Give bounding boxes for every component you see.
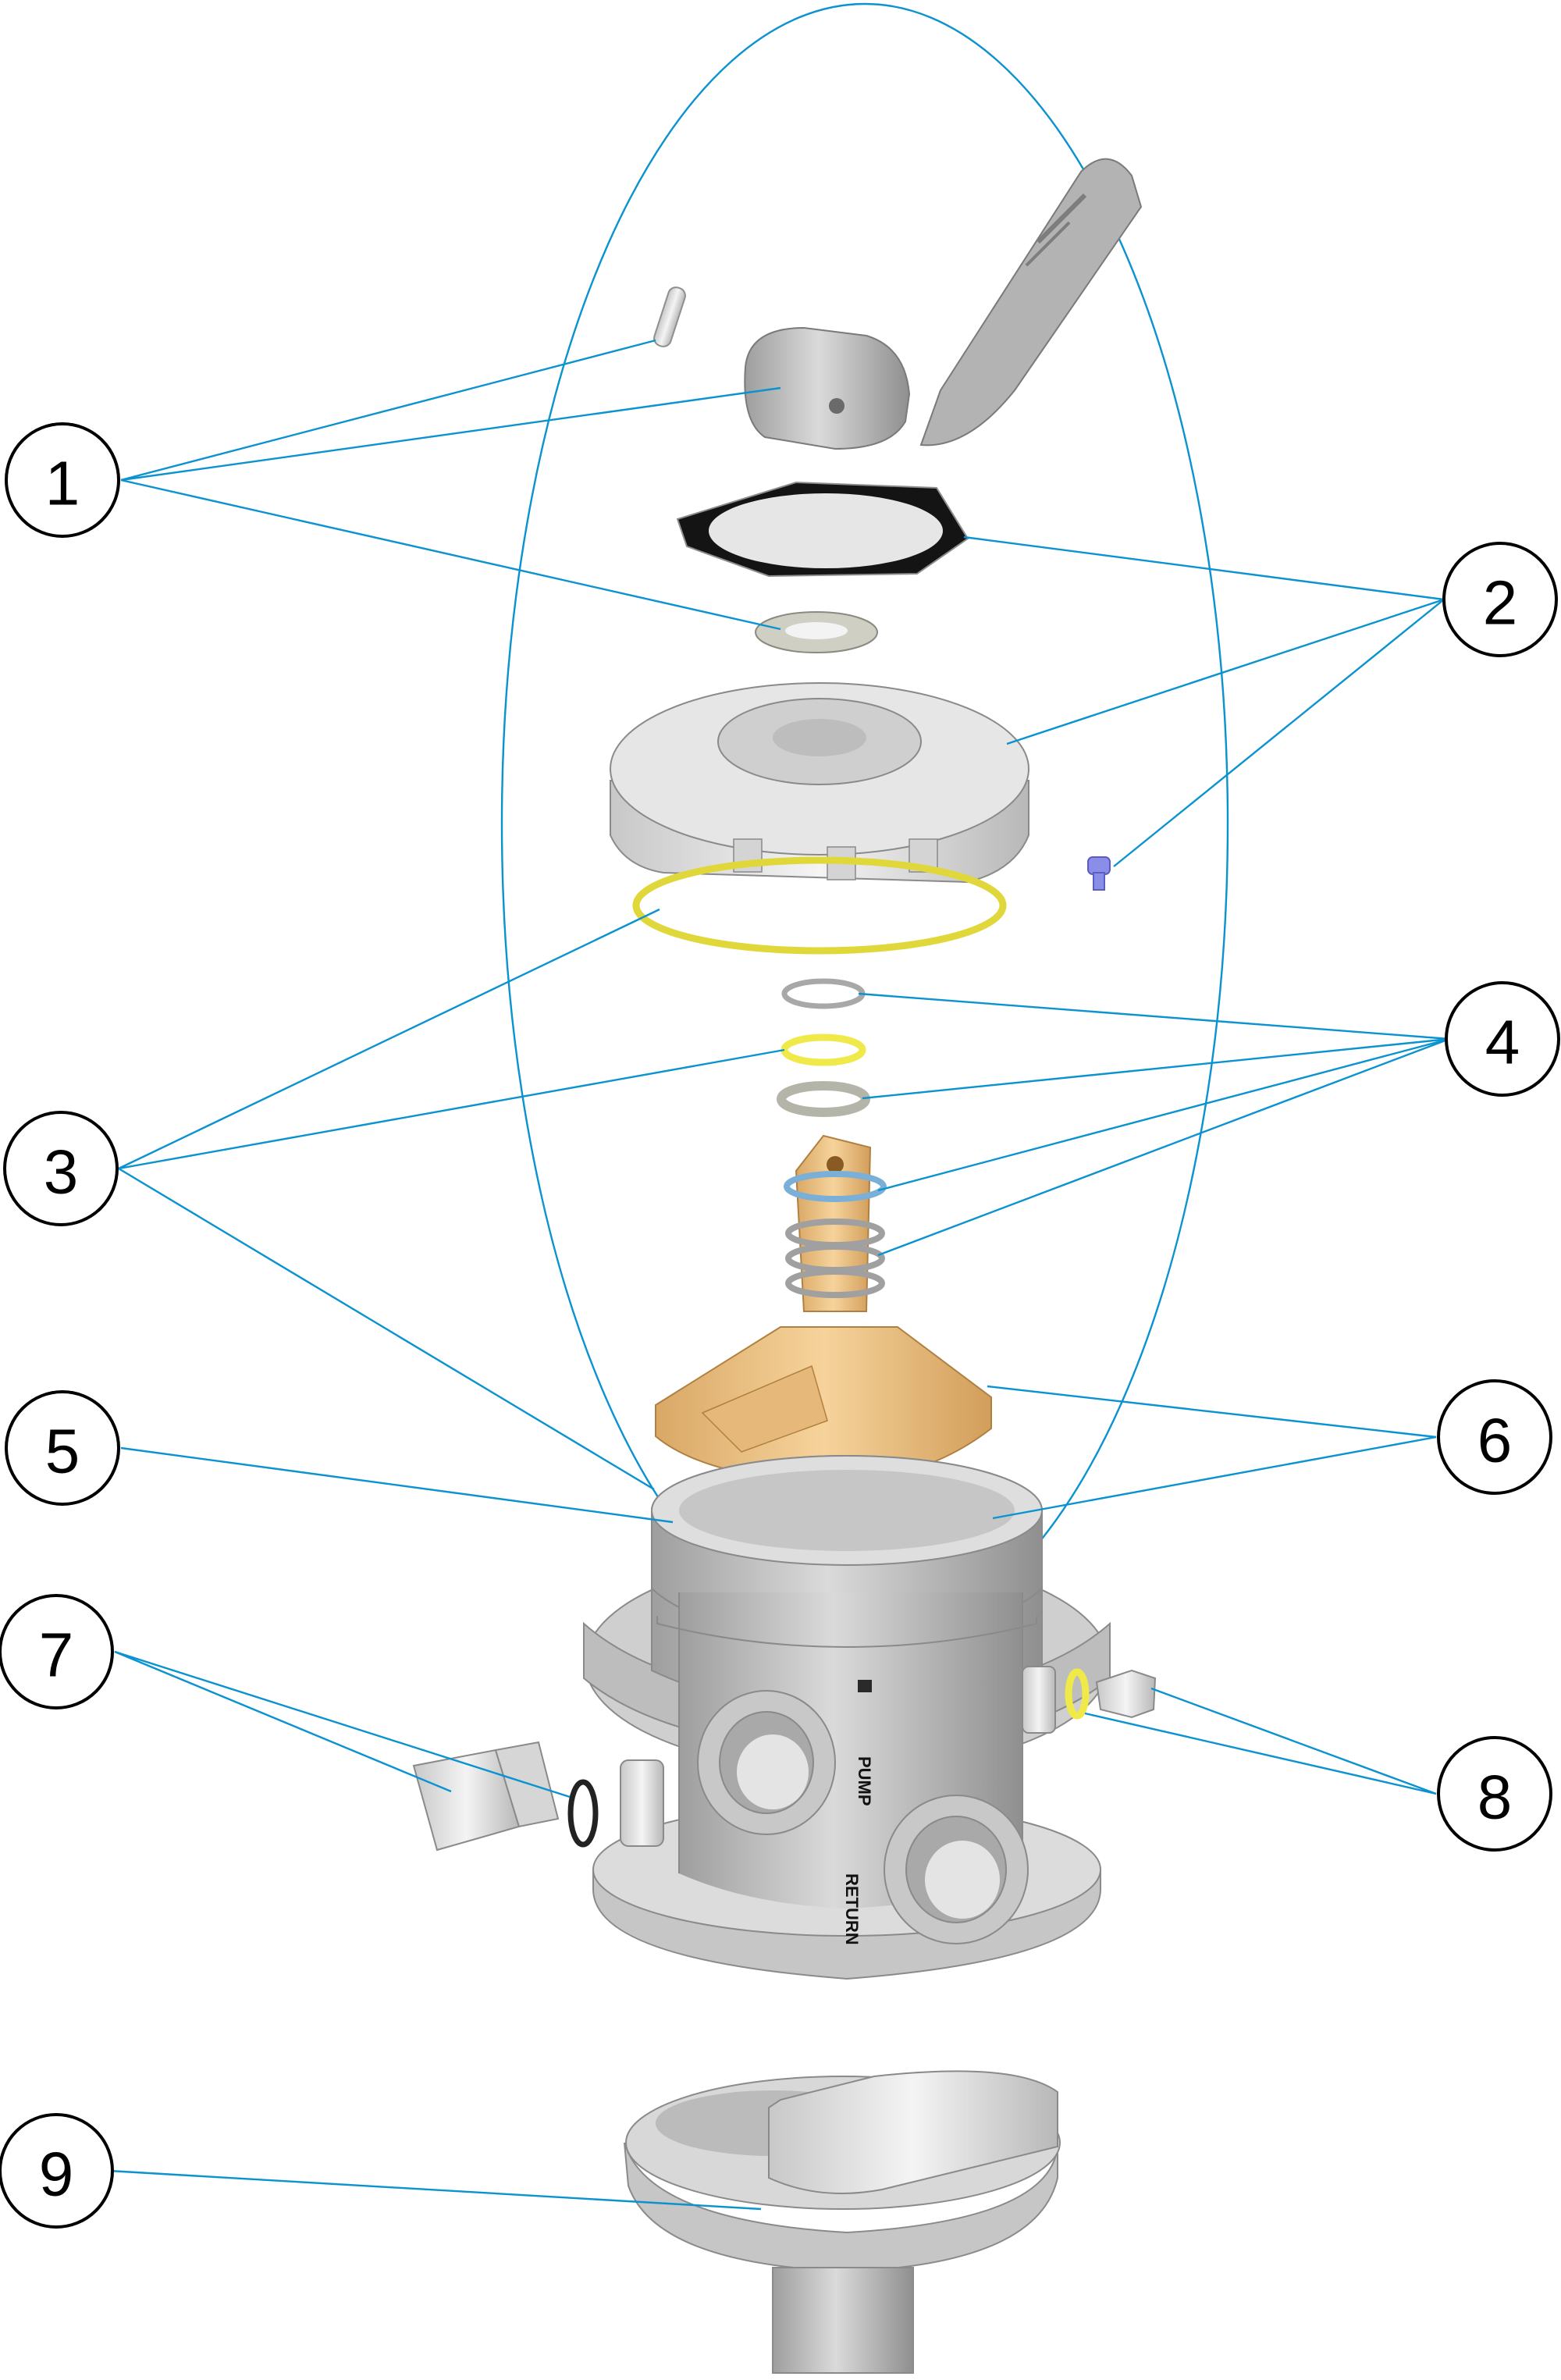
callout-3-number: 3 <box>44 1137 79 1207</box>
callout-8-number: 8 <box>1477 1763 1513 1832</box>
pump-label: PUMP <box>855 1756 874 1806</box>
right-fitting <box>1065 1668 1157 1720</box>
washer <box>755 611 878 653</box>
callout-2-number: 2 <box>1483 568 1518 638</box>
callout-4: 4 <box>1445 981 1560 1097</box>
callout-1: 1 <box>5 422 120 538</box>
valve-cover <box>610 682 1029 884</box>
callout-9-number: 9 <box>39 2140 74 2209</box>
leader-lines <box>108 339 1450 2211</box>
callout-3: 3 <box>3 1111 119 1226</box>
base-collector <box>624 2070 1061 2374</box>
callout-8: 8 <box>1437 1736 1552 1852</box>
callout-5: 5 <box>5 1390 120 1506</box>
callout-6: 6 <box>1437 1379 1552 1495</box>
callout-7-number: 7 <box>39 1620 74 1690</box>
valve-handle <box>744 158 1143 450</box>
callout-7: 7 <box>0 1594 114 1709</box>
callout-9: 9 <box>0 2113 114 2229</box>
small-rings <box>777 978 870 1117</box>
callout-4-number: 4 <box>1485 1008 1520 1077</box>
left-fitting <box>412 1741 599 1852</box>
valve-body: PUMP RETURN <box>583 1455 1111 1980</box>
cover-gasket <box>676 481 969 578</box>
callout-2: 2 <box>1442 542 1558 657</box>
handle-pin <box>653 286 686 347</box>
cover-o-ring <box>632 856 1007 955</box>
screw <box>1087 856 1111 891</box>
return-label: RETURN <box>842 1873 862 1945</box>
rotor <box>655 1134 992 1485</box>
callout-5-number: 5 <box>45 1417 80 1486</box>
callout-6-number: 6 <box>1477 1406 1513 1475</box>
callout-1-number: 1 <box>45 449 80 518</box>
